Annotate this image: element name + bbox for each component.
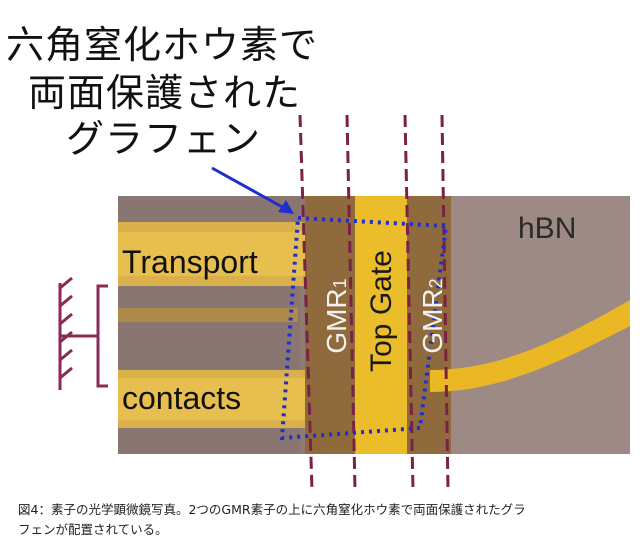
contact-stripe-mid	[118, 308, 298, 322]
title-line-3: グラフェン	[66, 117, 262, 161]
hbn-flake	[440, 196, 630, 454]
caption-line-1: 図4：素子の光学顕微鏡写真。2つのGMR素子の上に六角窒化ホウ素で両面保護された…	[18, 502, 526, 517]
hbn-label: hBN	[518, 212, 577, 245]
contact-stripe-top-inner	[118, 232, 308, 276]
arrow-icon	[211, 166, 294, 214]
figure-caption: 図4：素子の光学顕微鏡写真。2つのGMR素子の上に六角窒化ホウ素で両面保護された…	[18, 500, 628, 540]
gmr2-label: GMR2	[417, 278, 448, 354]
contacts-label: contacts	[122, 380, 242, 416]
top-gate-label: Top Gate	[365, 250, 398, 372]
title-line-1: 六角窒化ホウ素で	[6, 23, 319, 67]
title-line-2: 両面保護された	[28, 71, 302, 115]
ground-symbol-icon	[58, 276, 108, 390]
gmr1-label: GMR1	[321, 278, 352, 354]
gmr1-strip	[305, 196, 355, 454]
graphene-outline	[279, 215, 449, 441]
gate-lead	[430, 300, 630, 392]
contact-stripe-bottom-inner	[118, 378, 308, 420]
top-gate-strip	[355, 196, 407, 454]
transport-label: Transport	[122, 244, 258, 280]
caption-line-2: フェンが配置されている。	[18, 522, 168, 537]
